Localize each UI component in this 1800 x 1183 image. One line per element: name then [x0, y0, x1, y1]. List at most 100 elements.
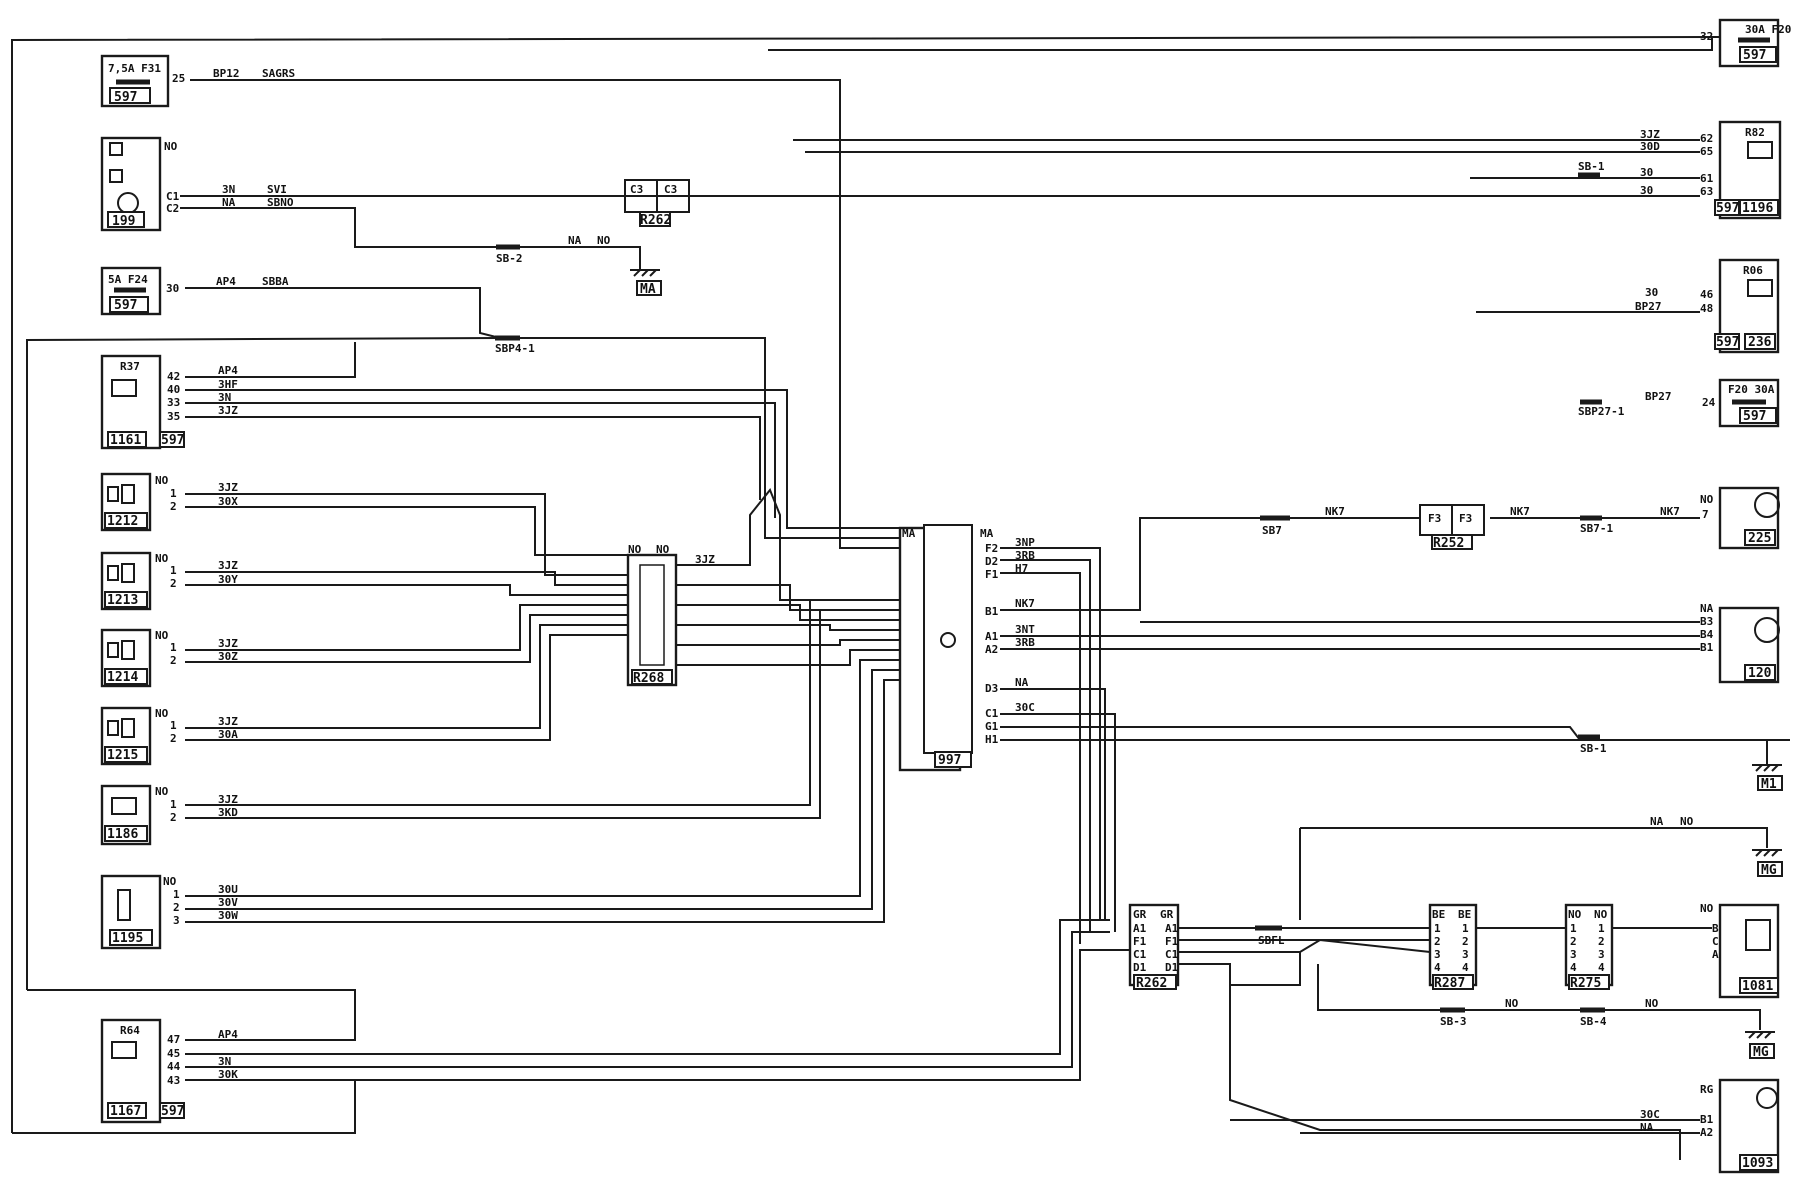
- pin-label: 2: [173, 901, 180, 914]
- component-1167: R64 1167 597 47 45 44 43: [100, 1018, 185, 1124]
- wire-ecu-d3: [1000, 688, 1106, 920]
- wire-top-branch: [768, 37, 1713, 51]
- pin-label: 1: [170, 564, 177, 577]
- ground-label: M1: [1761, 777, 1777, 792]
- valve-icon: [107, 565, 119, 581]
- wire-268-out: [676, 488, 900, 601]
- pin-label: B1: [985, 605, 999, 618]
- wire-1167-43: [12, 1079, 356, 1134]
- component-1081: 1081 NO B C A: [1700, 902, 1780, 999]
- pin-label: B3: [1700, 615, 1713, 628]
- pin-label: C1: [166, 190, 180, 203]
- svg-text:2: 2: [1434, 935, 1441, 948]
- wire-label: 30X: [218, 495, 238, 508]
- coil-icon: [121, 484, 135, 504]
- wire-1186-1: [185, 600, 811, 806]
- ground-label: MG: [1761, 863, 1777, 878]
- wire-1161-33: [185, 402, 776, 518]
- svg-text:C3: C3: [664, 183, 677, 196]
- wire-ecu-d2: [1000, 559, 1091, 932]
- pin-label: 46: [1700, 288, 1714, 301]
- pin-label: 2: [170, 811, 177, 824]
- component-597-f20-top: 30A F20 597 32: [1700, 18, 1791, 68]
- component-id: R262: [1136, 976, 1167, 991]
- pin-label: 40: [167, 383, 180, 396]
- splice-label: SB7: [1262, 524, 1282, 537]
- coil-icon: [121, 563, 135, 583]
- pin-label: A2: [1700, 1126, 1713, 1139]
- component-id: 597: [114, 90, 137, 105]
- wire-label: 3RB: [1015, 636, 1035, 649]
- wire-1161-40: [185, 389, 900, 529]
- pin-label: 48: [1700, 302, 1713, 315]
- svg-text:D1: D1: [1133, 961, 1147, 974]
- wire-label: 30C: [1015, 701, 1035, 714]
- pin-label: NO: [1700, 902, 1714, 915]
- wire-label: 3JZ: [218, 404, 238, 417]
- wire-label: NA: [222, 196, 236, 209]
- id-box: [107, 431, 147, 448]
- pin-label: 1: [173, 888, 180, 901]
- component-1196: R82 1196 597 62 65 61 63: [1700, 120, 1782, 220]
- pin-label: F2: [985, 542, 998, 555]
- pin-label: 25: [172, 72, 185, 85]
- splice-label: SBFL: [1258, 934, 1285, 947]
- svg-text:A1: A1: [1133, 922, 1147, 935]
- wire-1167-47: [27, 989, 356, 1041]
- splice-label: SB-3: [1440, 1015, 1467, 1028]
- wire-label: SVI: [267, 183, 287, 196]
- component-1186: 1186 NO 1 2: [100, 784, 177, 846]
- wire-f31: [190, 79, 900, 549]
- wire-label: 3NT: [1015, 623, 1035, 636]
- wire-ground-na: [1300, 827, 1768, 848]
- component-597-f24: 5A F24 597 30: [100, 266, 179, 316]
- wire-1212-2: [185, 506, 628, 556]
- wire-label: 3JZ: [218, 559, 238, 572]
- component-id: 997: [938, 753, 961, 768]
- pin-label: NO: [155, 707, 169, 720]
- ground-icon: MG: [1745, 1031, 1775, 1060]
- pin-label: F1: [985, 568, 999, 581]
- pin-label: H1: [985, 733, 999, 746]
- connector-R268: R268 NO NO: [626, 543, 678, 687]
- wire-label: 30D: [1640, 140, 1660, 153]
- svg-text:1: 1: [1462, 922, 1469, 935]
- wire-label: 3HF: [218, 378, 238, 391]
- component-1214: 1214 NO 1 2: [100, 628, 177, 688]
- component-id: R268: [633, 671, 664, 686]
- component-1215: 1215 NO 1 2: [100, 706, 177, 766]
- pin-label: 7: [1702, 508, 1709, 521]
- splice-label: SB-1: [1578, 160, 1605, 173]
- wire-label: 30V: [218, 896, 238, 909]
- pin-label: 33: [167, 396, 180, 409]
- pin-label: 1: [170, 719, 177, 732]
- ground-label: MA: [640, 282, 656, 297]
- wire-1214-1: [185, 604, 628, 651]
- wire-label: BP27: [1645, 390, 1672, 403]
- svg-text:C1: C1: [1133, 948, 1147, 961]
- fuse-label: F20 30A: [1728, 383, 1775, 396]
- wire-1161-42: [185, 342, 356, 378]
- id-box: [109, 296, 149, 313]
- component-id: R252: [1433, 536, 1464, 551]
- pin-label: NO: [628, 543, 642, 556]
- wire-label: 3KD: [218, 806, 238, 819]
- svg-text:GR: GR: [1133, 908, 1147, 921]
- id-box: [107, 211, 145, 228]
- ground-icon: M1: [1752, 740, 1783, 792]
- id-box: [109, 87, 151, 104]
- wire-label: 30Z: [218, 650, 238, 663]
- pin-label: NO: [155, 474, 169, 487]
- wire-f24: [185, 287, 501, 339]
- wire-label: 3JZ: [218, 637, 238, 650]
- svg-text:3: 3: [1598, 948, 1605, 961]
- relay-icon: [1747, 279, 1773, 297]
- wire-sb3: [1317, 964, 1761, 1030]
- pin-label: 1: [170, 641, 177, 654]
- pin-label: C1: [985, 707, 999, 720]
- component-1161: R37 1161 597 42 40 33 35: [100, 354, 185, 450]
- wire-1213-2: [185, 584, 628, 596]
